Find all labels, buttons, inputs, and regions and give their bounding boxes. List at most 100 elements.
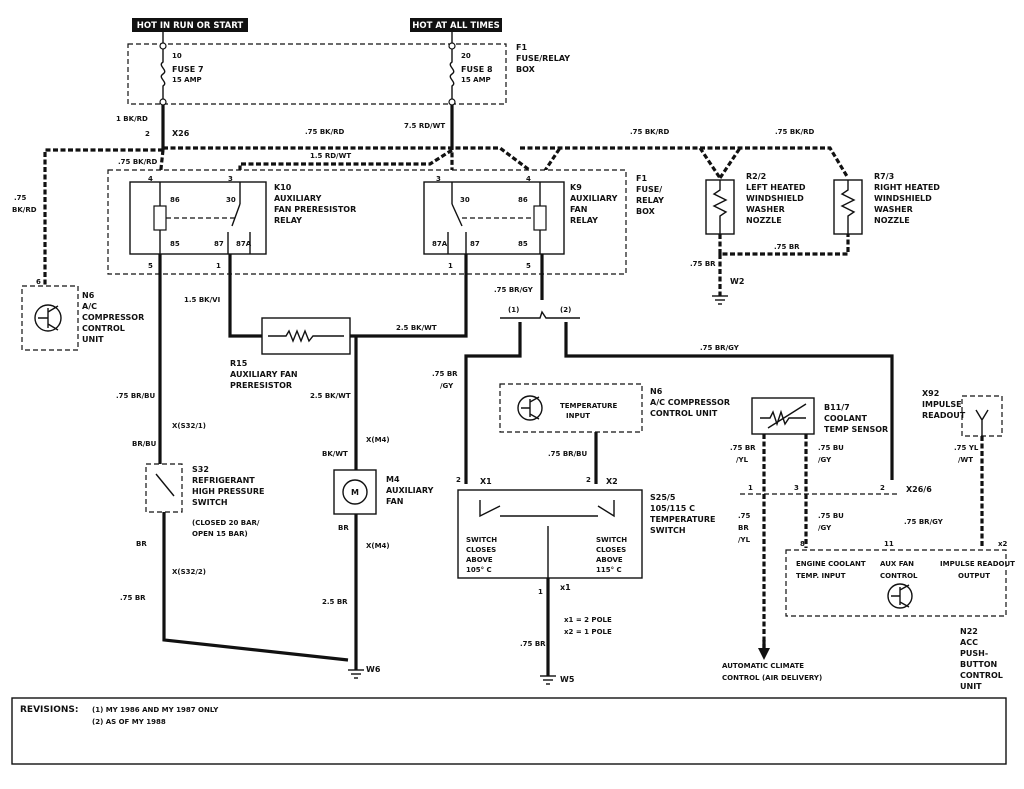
fuse8-rating: 15 AMP [461,76,491,84]
wire-k10-87-r15 [228,254,262,338]
r23-name-3: WASHER [874,205,913,214]
hot-all-times-label-bg [410,18,502,32]
n22-label-5: IMPULSE READOUT [940,560,1015,568]
n6b-name-1: A/C COMPRESSOR [650,398,730,407]
n22-name-3: BUTTON [960,660,997,669]
s32-name-2: HIGH PRESSURE [192,487,265,496]
rev-2-marker: (2) [560,306,571,314]
s25-right-1: SWITCH [596,536,627,544]
pin-x2: x2 [998,540,1008,548]
x92-name-1: IMPULSE [922,400,962,409]
rev-1-marker: (1) [508,306,519,314]
s32-name-3: SWITCH [192,498,228,507]
wire-label-w2: .75 BK/RD [305,128,345,136]
wire-label-w22: .75 BR/BU [548,450,587,458]
k9-t1: 1 [448,262,453,270]
x1-label: X1 [480,477,492,486]
k10-name-2: FAN PRERESISTOR [274,205,356,214]
w6-label: W6 [366,665,381,674]
x-1-pin: 1 [538,588,543,596]
wire-label-w19: .75 BR/GY [494,286,534,294]
k10-t1: 1 [216,262,221,270]
x26-pin: 2 [145,130,150,138]
wire-label-w28c: /YL [738,536,751,544]
k9-t5: 5 [526,262,531,270]
auto-note-1: AUTOMATIC CLIMATE [722,662,804,670]
xm4a-label: X(M4) [366,436,390,444]
wire-k9-branch [538,147,562,179]
m4-id: M4 [386,475,400,484]
fuse-box-top-name-2: BOX [516,65,536,74]
wire-heater-return [718,234,850,256]
s25-switch-lines [479,500,615,518]
fuse-box-mid-name-3: BOX [636,207,656,216]
b11-name-2: TEMP SENSOR [824,425,888,434]
pin-3: 3 [794,484,799,492]
fuse8-name: FUSE 8 [461,65,493,74]
auto-note-2: CONTROL (AIR DELIVERY) [722,674,822,682]
wire-label-w23: .75 BR [774,243,800,251]
wire-label-w29a: .75 BU [818,512,844,520]
r23-id: R7/3 [874,172,894,181]
x1-pin: 2 [456,476,461,484]
r15-name-2: PRERESISTOR [230,381,292,390]
wire-label-w16: BR [338,524,349,532]
wire-label-w4: .75 BK/RD [630,128,670,136]
s32-name-5: OPEN 15 BAR) [192,530,248,538]
s32-name-1: REFRIGERANT [192,476,255,485]
fuse8-out-terminal [448,98,456,106]
n6-name-1: A/C [82,302,97,311]
n22-transistor-icon [887,583,913,609]
wire-label-w31b: /WT [958,456,973,464]
s25-right-3: ABOVE [596,556,623,564]
n6-transistor-leads [38,305,59,331]
pin-11: 11 [884,540,894,548]
s25-name-2: TEMPERATURE [650,515,716,524]
r22-name-3: WASHER [746,205,785,214]
s25-body [457,489,643,579]
k10-t3: 3 [228,175,233,183]
k10-p30: 30 [226,196,236,204]
wire-label-w28a: .75 [738,512,751,520]
wire-label-w9: 1.5 BK/VI [184,296,220,304]
wire-bkrd-bus-3 [700,146,850,179]
x-1-label: x1 [560,583,571,592]
fuse8-pin: 20 [461,52,471,60]
s25-left-1: SWITCH [466,536,497,544]
x92-id: X92 [922,389,939,398]
b11-id: B11/7 [824,403,850,412]
k10-switch-blade [231,203,241,227]
fuse8-terminal [448,42,456,50]
wire-label-w10: 2.5 BK/WT [396,324,437,332]
r22-name-2: WINDSHIELD [746,194,804,203]
k10-name-3: RELAY [274,216,302,225]
k9-p87: 87 [470,240,480,248]
wire-label-w31a: .75 YL [954,444,979,452]
fuse7-symbol [160,49,166,100]
k9-switch-blade [451,203,463,227]
x2-label: X2 [606,477,618,486]
k9-p85: 85 [518,240,528,248]
w2-label: W2 [730,277,744,286]
n22-transistor-leads [891,584,910,608]
wire-label-w18: 2.5 BR [322,598,348,606]
s25-right-2: CLOSES [596,546,626,554]
wire-r22-branch [718,147,742,179]
m4-name-2: FAN [386,497,403,506]
k9-p87a: 87A [432,240,448,248]
pin-1: 1 [748,484,753,492]
wire-label-w17: .75 BR [120,594,146,602]
s25-name-3: SWITCH [650,526,686,535]
x92-connector-icon [975,409,989,436]
wire-label-w3: 7.5 RD/WT [404,122,445,130]
fuse-box-mid-name-2: RELAY [636,196,664,205]
fuse-box-mid-id: F1 [636,174,647,183]
r23-name-4: NOZZLE [874,216,910,225]
w5-label: W5 [560,675,575,684]
pin-8: 8 [800,540,805,548]
s25-left-4: 105° C [466,566,492,574]
fuse-box-top-name-1: FUSE/RELAY [516,54,570,63]
r23-name-1: RIGHT HEATED [874,183,940,192]
fuse-box-top-id: F1 [516,43,527,52]
